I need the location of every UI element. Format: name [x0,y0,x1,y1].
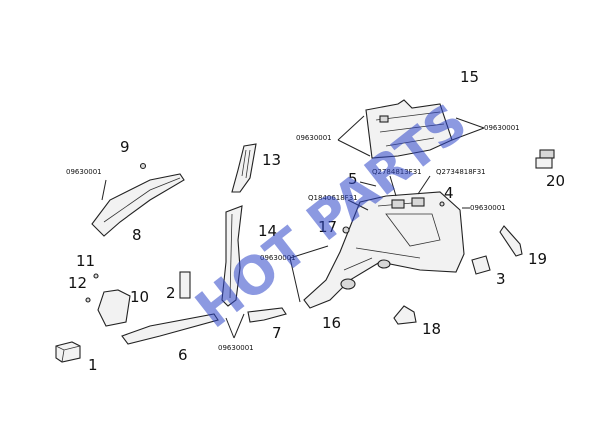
callout-14: 14 [258,222,277,240]
callout-15: 15 [460,68,479,86]
leader-lines [101,115,485,339]
part-4-clip [439,201,445,207]
callout-6: 6 [178,346,188,364]
callout-5: 5 [348,170,358,188]
part-16-quarter-trim [303,191,465,309]
callout-11: 11 [76,252,95,270]
part-11-clip [93,273,99,279]
part-7-sill-rear [247,307,287,323]
part-2-clip [179,271,191,299]
callout-10: 10 [130,288,149,306]
code-label-q2: Q2734818F31 [436,168,486,176]
part-12-clip [85,297,91,303]
part-15-upper-panel [365,99,453,159]
callout-1: 1 [88,356,98,374]
callout-9: 9 [120,138,130,156]
code-label-top-left: 09630001 [296,134,332,142]
part-14-b-pillar-trim [221,205,243,307]
part-18-cover [393,305,417,325]
code-label-top-right: 09630001 [484,124,520,132]
part-6-sill-plate [121,313,219,345]
code-label-left: 09630001 [66,168,102,176]
code-label-q1: Q2784813F31 [372,168,422,176]
part-20-hook [535,149,555,169]
code-label-mid: 09630001 [260,254,296,262]
callout-7: 7 [272,324,282,342]
callout-3: 3 [496,270,506,288]
callout-12: 12 [68,274,87,292]
part-17-clip [342,226,350,234]
part-10-bracket [97,289,131,327]
part-13-pillar-strip [231,143,257,193]
part-9-clip [139,162,147,170]
callout-13: 13 [262,151,281,169]
callout-4: 4 [444,184,454,202]
code-label-bottom: 09630001 [218,344,254,352]
code-label-q3: Q1840618F31 [308,194,358,202]
part-19-strip [499,225,523,257]
callout-16: 16 [322,314,341,332]
callout-2: 2 [166,284,176,302]
callout-17: 17 [318,218,337,236]
part-8-a-pillar-trim [91,173,185,237]
callout-20: 20 [546,172,565,190]
code-label-right: 09630001 [470,204,506,212]
callout-8: 8 [132,226,142,244]
callout-18: 18 [422,320,441,338]
part-3-block [471,255,491,275]
callout-19: 19 [528,250,547,268]
part-1-block [55,341,81,363]
